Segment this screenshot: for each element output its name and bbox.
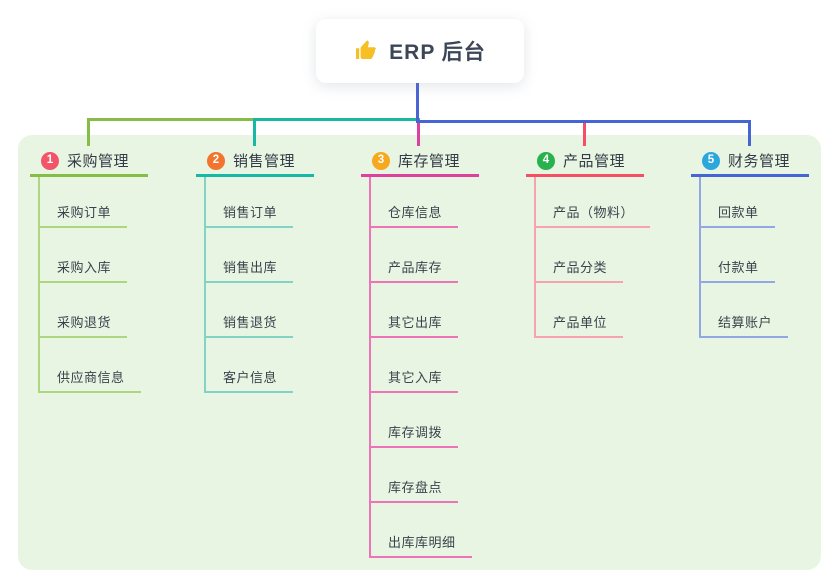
child-item-出库库明细[interactable]: 出库库明细 [369,530,472,558]
child-item-产品单位[interactable]: 产品单位 [534,310,624,338]
branch-topic-财务管理[interactable]: 5 财务管理 [691,147,809,177]
branch-topic-label: 库存管理 [398,153,461,170]
child-item-产品分类[interactable]: 产品分类 [534,255,624,283]
child-item-库存调拨[interactable]: 库存调拨 [369,420,459,448]
branch-topic-label: 采购管理 [67,153,130,170]
child-item-销售订单[interactable]: 销售订单 [204,200,294,228]
child-item-销售退货[interactable]: 销售退货 [204,310,294,338]
branch-number-badge: 2 [207,151,225,170]
branch-children-line [38,177,40,393]
branch-topic-库存管理[interactable]: 3 库存管理 [361,147,479,177]
branch-children-line [534,177,536,338]
connector-branch-1-drop [87,118,90,146]
branch-topic-采购管理[interactable]: 1 采购管理 [30,147,148,177]
child-item-客户信息[interactable]: 客户信息 [204,365,294,393]
child-item-销售出库[interactable]: 销售出库 [204,255,294,283]
child-item-产品库存[interactable]: 产品库存 [369,255,459,283]
child-item-其它出库[interactable]: 其它出库 [369,310,459,338]
root-label: ERP 后台 [389,41,486,64]
branch-children-line [369,177,371,558]
branch-children-line [204,177,206,393]
child-item-其它入库[interactable]: 其它入库 [369,365,459,393]
thumbs-up-icon [354,39,378,63]
child-item-回款单[interactable]: 回款单 [699,200,775,228]
child-item-结算账户[interactable]: 结算账户 [699,310,789,338]
branch-number-badge: 4 [537,151,555,170]
child-item-采购入库[interactable]: 采购入库 [38,255,128,283]
branch-number-badge: 3 [372,151,390,170]
child-item-付款单[interactable]: 付款单 [699,255,775,283]
child-item-供应商信息[interactable]: 供应商信息 [38,365,141,393]
branches-panel [18,135,821,570]
root-node[interactable]: ERP 后台 [316,19,524,83]
branch-number-badge: 5 [702,151,720,170]
connector-branch-4-drop [583,120,586,146]
child-item-仓库信息[interactable]: 仓库信息 [369,200,459,228]
root-stem [416,83,419,123]
connector-branch-2-drop [253,118,256,146]
branch-topic-label: 销售管理 [233,153,296,170]
child-item-产品（物料）[interactable]: 产品（物料） [534,200,651,228]
connector-branch-3-drop [417,120,420,146]
connector-branch-5-horizontal [416,120,751,123]
child-item-采购退货[interactable]: 采购退货 [38,310,128,338]
child-item-采购订单[interactable]: 采购订单 [38,200,128,228]
connector-branch-5-drop [748,120,751,146]
branch-topic-label: 财务管理 [728,153,791,170]
branch-topic-label: 产品管理 [563,153,626,170]
branch-number-badge: 1 [41,151,59,170]
connector-branch-2-horizontal [253,118,420,121]
branch-children-line [699,177,701,338]
branch-topic-产品管理[interactable]: 4 产品管理 [526,147,644,177]
branch-topic-销售管理[interactable]: 2 销售管理 [196,147,314,177]
child-item-库存盘点[interactable]: 库存盘点 [369,475,459,503]
